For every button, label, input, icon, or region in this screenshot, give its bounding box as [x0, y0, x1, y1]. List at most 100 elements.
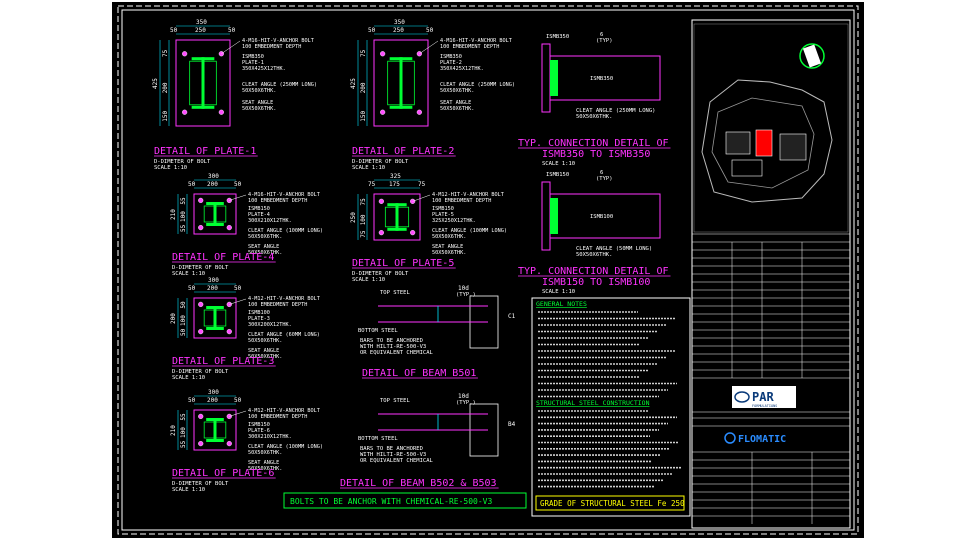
- plate3-title: DETAIL OF PLATE-3: [172, 356, 274, 367]
- conn1-label-cleat-size: 50X50X6THK.: [576, 114, 612, 120]
- plate1-note-n2: 100 EMBEDMENT DEPTH: [242, 44, 301, 50]
- conn1-title-2: ISMB350 TO ISMB350: [542, 149, 650, 160]
- plate2-dim-l1: 75: [360, 49, 367, 57]
- plate3-note-n9: 50X50X6THK.: [248, 354, 282, 360]
- plate6-note-n1: 4-M12-HIT-V-ANCHOR BOLT: [248, 408, 320, 414]
- plate5-dim-top-a: 75: [368, 181, 376, 188]
- plate1-note-n3: ISMB350: [242, 54, 264, 60]
- plate3-dim-top: 300: [208, 277, 219, 284]
- plate5-dim-top-c: 75: [418, 181, 426, 188]
- plate5-title: DETAIL OF PLATE-5: [352, 258, 454, 269]
- plate3-dim-l3: 50: [180, 328, 187, 336]
- plate2-dim-top-a: 50: [368, 27, 376, 34]
- plate3-dim-l1: 50: [180, 301, 187, 309]
- plate6-note-n4: PLATE-6: [248, 428, 270, 434]
- plate2-note-n9: 50X50X6THK.: [440, 106, 474, 112]
- beam502-title: DETAIL OF BEAM B502 & B503: [340, 478, 497, 489]
- plate3-note-n6: CLEAT ANGLE (60MM LONG): [248, 332, 320, 338]
- north-arrow-pointer: [802, 44, 822, 68]
- plate1-anchor-bolt: [218, 109, 224, 115]
- plate4-dim-top-c: 50: [234, 181, 242, 188]
- plate6-anchor-bolt: [198, 413, 204, 420]
- plate1-dim-top-a: 50: [170, 27, 178, 34]
- plate4-dim-top-a: 50: [188, 181, 196, 188]
- plate4-note-n1: 4-M16-HIT-V-ANCHOR BOLT: [248, 192, 320, 198]
- plate6-cleat-angles: [203, 421, 227, 439]
- plate4-dim-l2: 100: [180, 211, 187, 222]
- plate1-note-n7: 50X50X6THK.: [242, 88, 276, 94]
- plate1-note-n5: 350X425X12THK.: [242, 66, 286, 72]
- grade-box: [535, 495, 685, 511]
- plate6-note-n8: SEAT ANGLE: [248, 460, 279, 466]
- bolts-banner: BOLTS TO BE ANCHOR WITH CHEMICAL-RE-500-…: [283, 492, 527, 509]
- plate1-anchor-bolt: [182, 109, 188, 115]
- plate5-web: [395, 203, 399, 231]
- sheet-inner-border: [121, 9, 855, 531]
- plate3-subtitle-scale: SCALE 1:10: [172, 375, 205, 381]
- conn2-title-1: TYP. CONNECTION DETAIL OF: [518, 266, 669, 277]
- conn2-label-secondary: ISMB100: [590, 214, 613, 220]
- beam502-bottom-label: BOTTOM STEEL: [358, 436, 398, 442]
- plate5-dim-top: 325: [390, 173, 401, 180]
- plate5-note-n3: ISMB150: [432, 206, 454, 212]
- plate6-note-n7: 50X50X6THK.: [248, 450, 282, 456]
- plate3-web: [213, 306, 217, 330]
- flomatic-logo-text: FLOMATIC: [738, 434, 786, 445]
- plate5-dim-l2: 100: [360, 214, 367, 225]
- beam502-anchor-note-2: WITH HILTI-RE-500-V3: [360, 452, 426, 458]
- plate3-leader-bolt: [229, 298, 247, 305]
- plate6-dim-top-c: 50: [234, 397, 242, 404]
- plate2-dim-l3: 150: [360, 110, 367, 121]
- beam501-typ-label: (TYP.): [456, 292, 476, 298]
- title-block: PAR FORMULATIONS FLOMATIC: [691, 19, 851, 529]
- plate3-note-n7: 50X50X6THK.: [248, 338, 282, 344]
- plate6-subtitle-bolt: D-DIMETER OF BOLT: [172, 481, 229, 487]
- plate1-web: [201, 57, 205, 109]
- plate1-note-n9: 50X50X6THK.: [242, 106, 276, 112]
- plate4-note-n9: 50X50X6THK.: [248, 250, 282, 256]
- plate6-dim-l1: 55: [180, 413, 187, 421]
- plate4-anchor-bolt: [198, 197, 204, 204]
- plate1-note-n6: CLEAT ANGLE (250MM LONG): [242, 82, 317, 88]
- plate1-leader-bolt: [221, 40, 241, 54]
- plate3-dim-top-c: 50: [234, 285, 242, 292]
- plate4-subtitle-scale: SCALE 1:10: [172, 271, 205, 277]
- plate1-base-plate: [175, 39, 231, 127]
- conn2-label-main: ISMB150: [546, 172, 569, 178]
- plate4-title: DETAIL OF PLATE-4: [172, 252, 274, 263]
- par-logo: [732, 386, 796, 408]
- par-logo-mark-icon: [734, 391, 750, 403]
- plate3-subtitle-bolt: D-DIMETER OF BOLT: [172, 369, 229, 375]
- plate1-dim-l3: 150: [162, 110, 169, 121]
- plate4-anchor-bolt: [226, 225, 232, 231]
- conn2-label-typ: (TYP): [596, 176, 613, 182]
- beam502-ld-label: 10d: [458, 393, 469, 400]
- plate5-dim-l1: 75: [360, 198, 367, 206]
- plate5-subtitle-scale: SCALE 1:10: [352, 277, 385, 283]
- plate1-dim-top: 350: [196, 19, 207, 26]
- plate3-dim-left: 200: [170, 313, 177, 324]
- plate6-leader-bolt: [229, 410, 247, 417]
- beam501-ld-label: 10d: [458, 285, 469, 292]
- plate5-anchor-bolt: [378, 198, 384, 204]
- plate6-dim-top-a: 50: [188, 397, 196, 404]
- plate6-note-n2: 100 EMBEDMENT DEPTH: [248, 414, 307, 420]
- key-plan-site-boundary: [701, 79, 833, 203]
- plate2-note-n8: SEAT ANGLE: [440, 100, 471, 106]
- beam502-typ-label: (TYP.): [456, 400, 476, 406]
- beam501-anchor-note-3: OR EQUIVALENT CHEMICAL: [360, 350, 434, 356]
- beam501-anchor-note-2: WITH HILTI-RE-500-V3: [360, 344, 426, 350]
- beam501-bottom-label: BOTTOM STEEL: [358, 328, 398, 334]
- plate2-anchor-bolt: [380, 109, 386, 115]
- plate2-note-n1: 4-M16-HIT-V-ANCHOR BOLT: [440, 38, 512, 44]
- plate2-subtitle-scale: SCALE 1:10: [352, 165, 385, 171]
- plate6-note-n9: 50X50X6THK.: [248, 466, 282, 472]
- plate1-dim-top-c: 50: [228, 27, 236, 34]
